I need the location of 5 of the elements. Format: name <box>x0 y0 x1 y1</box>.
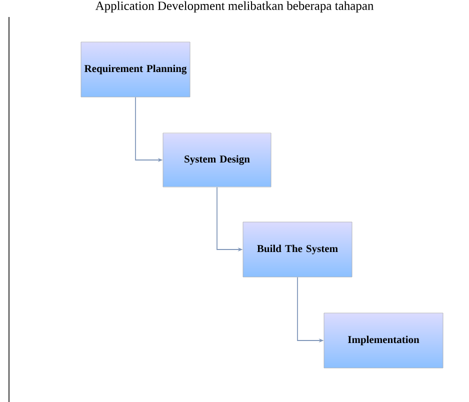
process-box: Requirement Planning <box>80 42 190 98</box>
process-box: Implementation <box>324 312 444 368</box>
heading: Application Development melibatkan beberapa tahapan <box>95 1 374 13</box>
process-box: Build The System <box>242 222 352 278</box>
process-box: System Design <box>162 132 272 188</box>
